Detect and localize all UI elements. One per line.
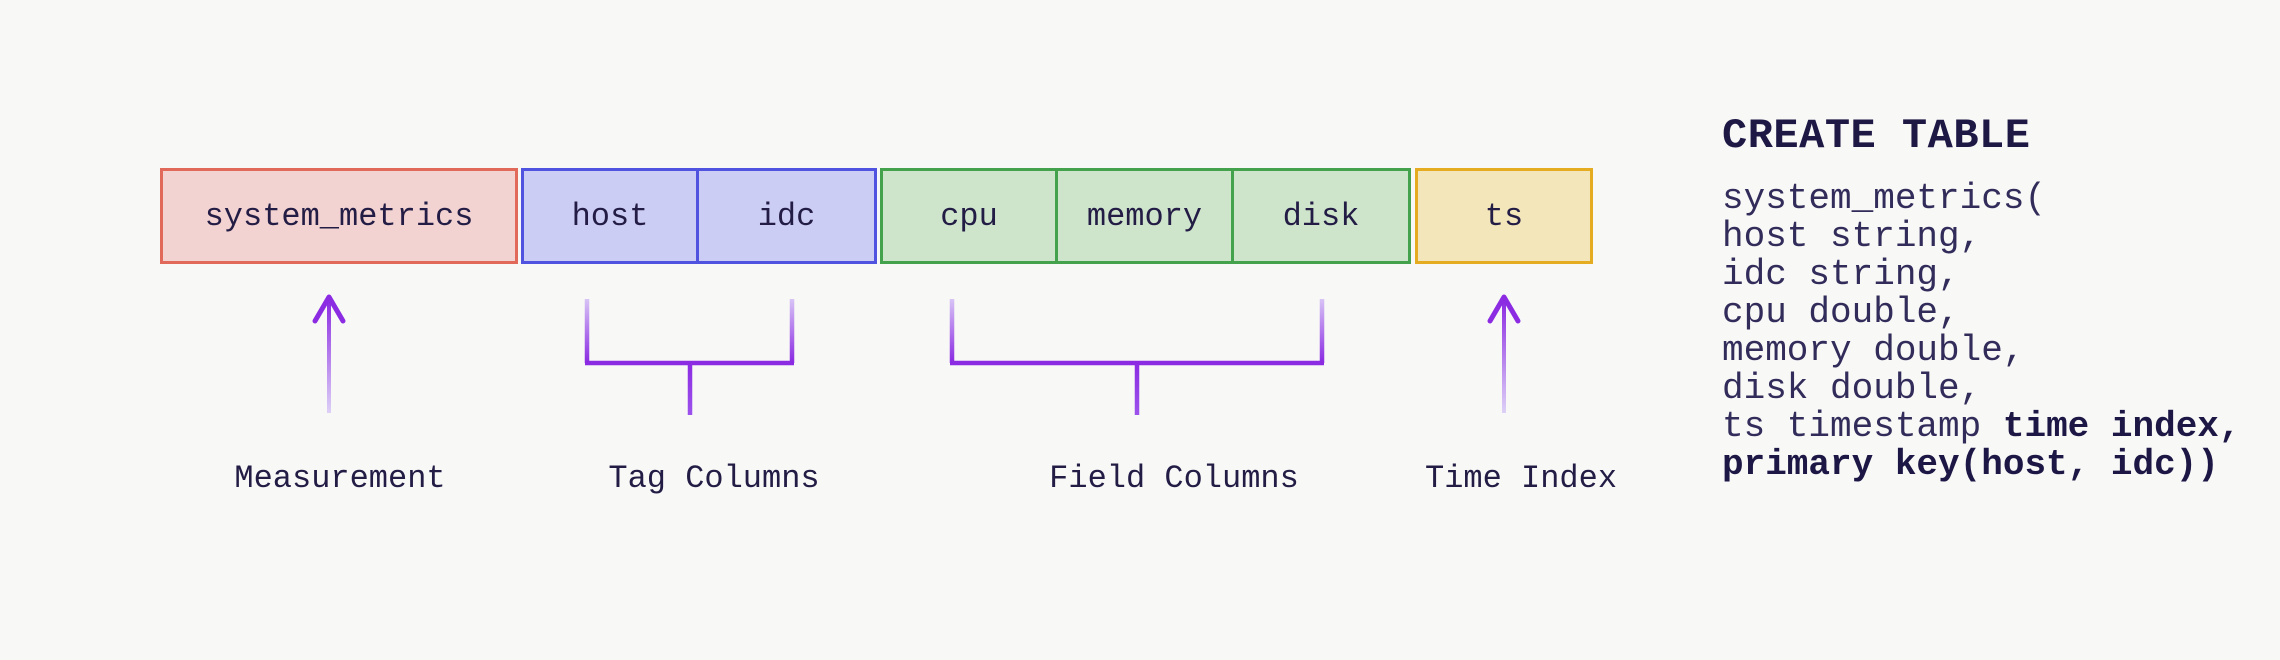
column-box-tag-host: host bbox=[521, 168, 699, 264]
code-line: memory double, bbox=[1722, 332, 2241, 370]
create-table-title: CREATE TABLE bbox=[1722, 112, 2031, 160]
code-text: disk double, bbox=[1722, 368, 1982, 409]
code-text: memory double, bbox=[1722, 330, 2025, 371]
column-box-label: host bbox=[571, 197, 649, 235]
label-tag-columns: Tag Columns bbox=[608, 460, 820, 497]
column-box-tag-idc: idc bbox=[696, 168, 877, 264]
code-text-bold: primary key(host, idc)) bbox=[1722, 444, 2219, 485]
code-line: cpu double, bbox=[1722, 294, 2241, 332]
column-box-field-memory: memory bbox=[1055, 168, 1234, 264]
column-box-field-disk: disk bbox=[1231, 168, 1411, 264]
code-text: ts timestamp bbox=[1722, 406, 2003, 447]
column-box-label: ts bbox=[1484, 197, 1524, 235]
column-box-label: cpu bbox=[940, 197, 998, 235]
column-box-label: idc bbox=[757, 197, 816, 235]
column-box-measurement: system_metrics bbox=[160, 168, 518, 264]
column-box-label: disk bbox=[1282, 197, 1360, 235]
code-text: cpu double, bbox=[1722, 292, 1960, 333]
code-text: idc string, bbox=[1722, 254, 1960, 295]
code-line: idc string, bbox=[1722, 256, 2241, 294]
column-box-label: memory bbox=[1086, 197, 1203, 235]
create-table-code: system_metrics( host string, idc string,… bbox=[1722, 180, 2241, 484]
code-line: host string, bbox=[1722, 218, 2241, 256]
measurement-arrow-icon bbox=[312, 294, 346, 413]
column-box-label: system_metrics bbox=[204, 197, 474, 235]
label-measurement: Measurement bbox=[234, 460, 446, 497]
field-columns-bracket-icon bbox=[949, 299, 1325, 415]
code-text: system_metrics( bbox=[1722, 178, 2047, 219]
code-line: system_metrics( bbox=[1722, 180, 2241, 218]
code-text-bold: time index, bbox=[2002, 406, 2241, 447]
column-box-field-cpu: cpu bbox=[880, 168, 1058, 264]
code-line: ts timestamp time index, bbox=[1722, 408, 2241, 446]
label-field-columns: Field Columns bbox=[1049, 460, 1299, 497]
code-text: host string, bbox=[1722, 216, 1982, 257]
label-time-index: Time Index bbox=[1424, 460, 1618, 497]
column-box-time-index-ts: ts bbox=[1415, 168, 1593, 264]
code-line: disk double, bbox=[1722, 370, 2241, 408]
code-line: primary key(host, idc)) bbox=[1722, 446, 2241, 484]
time-index-arrow-icon bbox=[1487, 294, 1521, 413]
tag-columns-bracket-icon bbox=[584, 299, 795, 415]
